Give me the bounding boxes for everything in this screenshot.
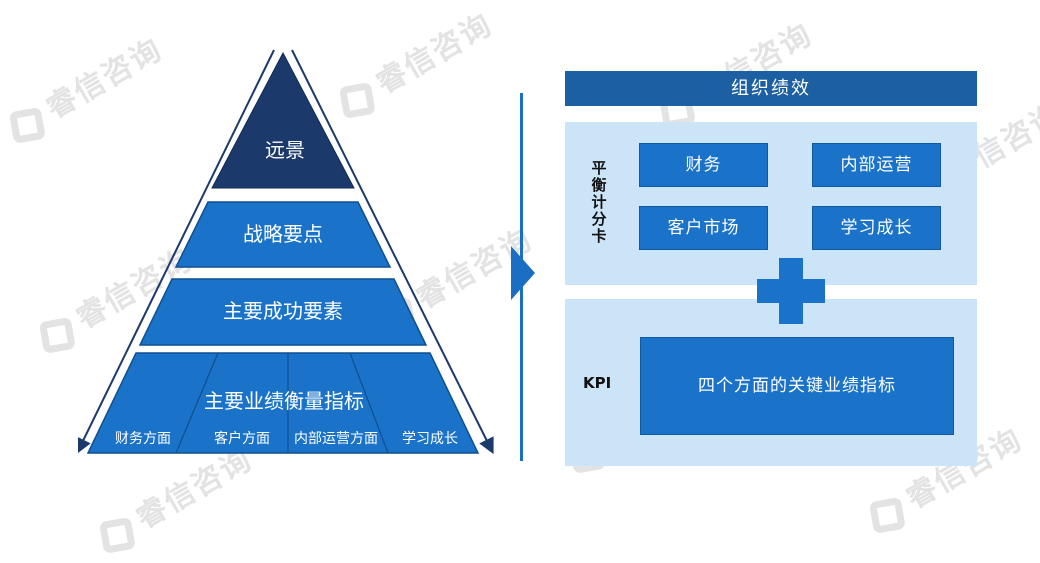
right-arrow-icon — [511, 246, 535, 300]
pyramid-level2-label: 战略要点 — [243, 222, 323, 246]
bsc-box-internal-ops: 内部运营 — [812, 143, 941, 187]
pyramid-left-arrow — [78, 49, 275, 455]
pyramid-divider — [175, 352, 219, 454]
kpi-box: 四个方面的关键业绩指标 — [640, 337, 954, 435]
pyramid-level3 — [138, 278, 428, 346]
pyramid-level2 — [174, 201, 392, 268]
pyramid-base-item: 学习成长 — [402, 431, 458, 447]
bsc-vertical-label: 平 衡 计 分 卡 — [591, 159, 607, 245]
strategy-pyramid: 远景 战略要点 主要成功要素 主要业绩衡量指标 财务方面 客户方面 内部运营方面… — [78, 49, 494, 455]
bsc-box-finance: 财务 — [639, 143, 768, 187]
pyramid-level3-label: 主要成功要素 — [223, 299, 343, 323]
kpi-label: KPI — [583, 374, 612, 392]
pyramid-top-label: 远景 — [265, 138, 305, 162]
org-performance-header: 组织绩效 — [565, 71, 977, 106]
pyramid-divider — [349, 352, 389, 454]
bsc-box-customer: 客户市场 — [639, 206, 768, 250]
pyramid-level4-label: 主要业绩衡量指标 — [204, 389, 364, 413]
pyramid-base-item: 内部运营方面 — [294, 431, 378, 447]
pyramid-base-item: 财务方面 — [115, 431, 171, 447]
pyramid-level4 — [86, 352, 480, 454]
pyramid-base-item: 客户方面 — [214, 430, 270, 447]
plus-icon-bar — [757, 279, 825, 303]
bsc-box-learning: 学习成长 — [812, 206, 941, 250]
pyramid-right-arrow — [291, 49, 494, 455]
pyramid-top — [211, 51, 355, 189]
